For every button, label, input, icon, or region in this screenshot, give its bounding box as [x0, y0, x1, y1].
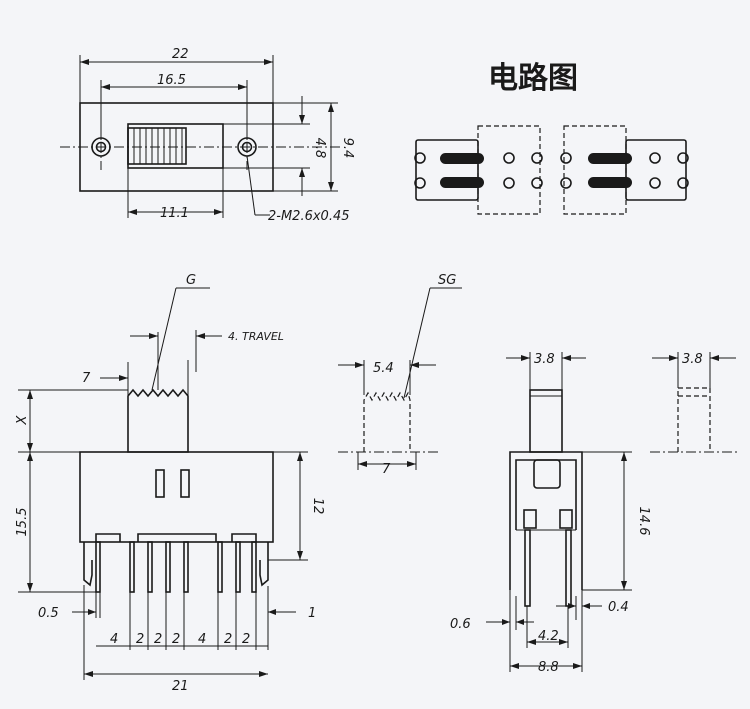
contact-bar	[588, 177, 632, 188]
label-x: X	[15, 414, 30, 425]
dim-pitch: 2	[172, 632, 180, 647]
slider-ribs	[133, 128, 183, 164]
slider-knob	[127, 127, 187, 165]
dim-front-pin-left: 0.5	[38, 606, 59, 621]
dim-top-holes: 16.5	[157, 73, 186, 88]
side-knob	[529, 389, 563, 453]
dim-pitch: 2	[242, 632, 250, 647]
front-view: G 7 4. TRAVEL X 15.5 12	[15, 273, 325, 694]
dim-side-total: 8.8	[538, 660, 559, 675]
dim-front-pin-right: 1	[308, 606, 316, 621]
side-frame	[509, 451, 583, 590]
circuit-title: 电路图	[488, 61, 578, 96]
sg-view: 5.4 SG 7	[338, 273, 462, 477]
sg-knob	[363, 391, 411, 452]
dim-front-total: 21	[172, 679, 189, 694]
circuit-diagram: 电路图	[414, 61, 689, 215]
dim-top-window: 11.1	[160, 206, 189, 221]
circuit-solid-frame-left	[415, 139, 479, 201]
front-knob	[127, 388, 189, 453]
dim-pitch: 2	[224, 632, 232, 647]
dim-sg-base: 7	[382, 462, 391, 477]
circuit-dashed-frame-right	[563, 125, 627, 215]
label-g: G	[186, 273, 196, 288]
circuit-solid-frame-right	[625, 139, 687, 201]
circuit-dashed-frame-left	[477, 125, 541, 215]
dim-front-height: 15.5	[15, 508, 30, 537]
dim-side-height: 14.6	[636, 507, 651, 536]
front-pins	[83, 541, 269, 593]
contact-bar	[440, 153, 484, 164]
label-sg: SG	[438, 273, 456, 288]
dim-pitch: 2	[154, 632, 162, 647]
dim-side-knob: 3.8	[534, 352, 555, 367]
dim-side-knob-sg: 3.8	[682, 352, 703, 367]
dim-top-inner-h: 4.8	[312, 138, 327, 159]
dim-top-outer-h: 9.4	[340, 138, 355, 159]
label-screw: 2-M2.6x0.45	[268, 209, 350, 224]
dim-side-pin-t: 0.4	[608, 600, 629, 615]
dim-side-pin-w: 0.6	[450, 617, 471, 632]
dim-top-width: 22	[172, 47, 189, 62]
side-sg-view: 3.8	[650, 352, 740, 453]
dim-side-pin-pitch: 4.2	[538, 629, 559, 644]
front-body	[79, 451, 274, 543]
dim-front-body: 12	[310, 498, 325, 515]
dim-pitch: 4	[198, 632, 206, 647]
dim-pitch: 4	[110, 632, 118, 647]
dim-pitch: 2	[136, 632, 144, 647]
side-view: 3.8 14.6 0.6 0.4 4.2 8.8	[450, 352, 651, 675]
top-view: 22 16.5 11.1 4.8 9.4 2-M2.6x0.45	[60, 47, 355, 224]
contact-bar	[588, 153, 632, 164]
side-sg-knob	[677, 387, 711, 452]
contact-bar	[440, 177, 484, 188]
dim-g-width: 7	[82, 371, 91, 386]
label-travel: 4. TRAVEL	[228, 330, 284, 343]
dim-sg-width: 5.4	[373, 361, 394, 376]
